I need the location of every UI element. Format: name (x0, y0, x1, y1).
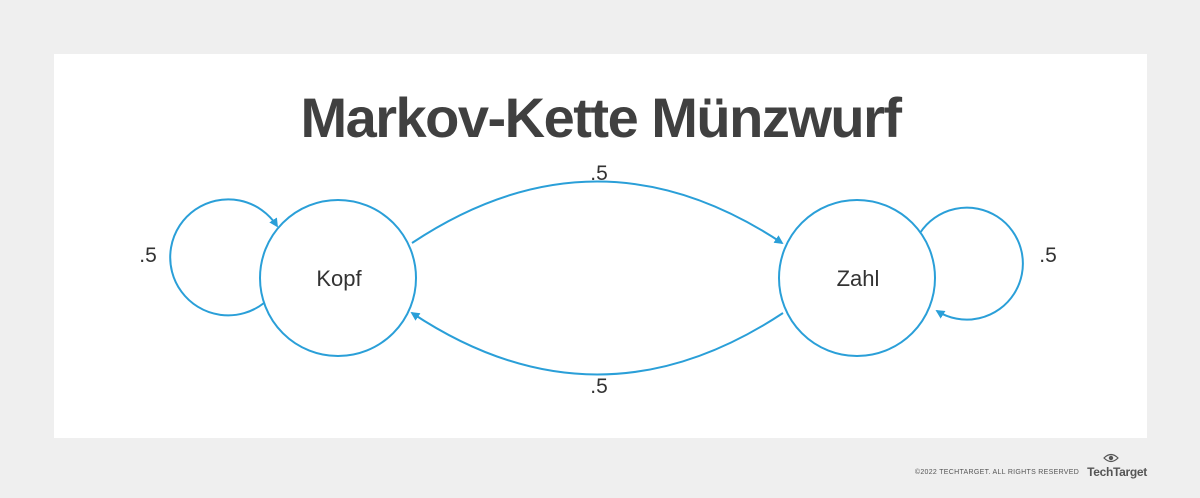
probability-label-kopf-zahl: .5 (590, 162, 608, 185)
transition-arrow-zahl-kopf (410, 312, 784, 376)
state-label-zahl: Zahl (837, 266, 880, 291)
copyright-text: ©2022 TECHTARGET. ALL RIGHTS RESERVED (914, 469, 1080, 476)
footer: ©2022 TECHTARGET. ALL RIGHTS RESERVED Te… (914, 453, 1147, 479)
probability-label-kopf-kopf: .5 (139, 244, 157, 267)
transition-arrow-kopf-zahl (411, 180, 784, 244)
state-node-zahl (778, 199, 936, 357)
probability-label-zahl-zahl: .5 (1039, 244, 1057, 267)
state-label-kopf: Kopf (316, 266, 362, 291)
transition-arrow-zahl-zahl (919, 206, 1024, 321)
transition-arrow-kopf-kopf (169, 198, 278, 317)
diagram-title: Markov-Kette Münzwurf (300, 86, 902, 149)
brand-logo: TechTarget (1087, 453, 1147, 479)
brand-name: TechTarget (1087, 465, 1147, 479)
eye-icon (1103, 453, 1119, 463)
state-node-kopf (259, 199, 417, 357)
probability-label-zahl-kopf: .5 (590, 375, 608, 398)
